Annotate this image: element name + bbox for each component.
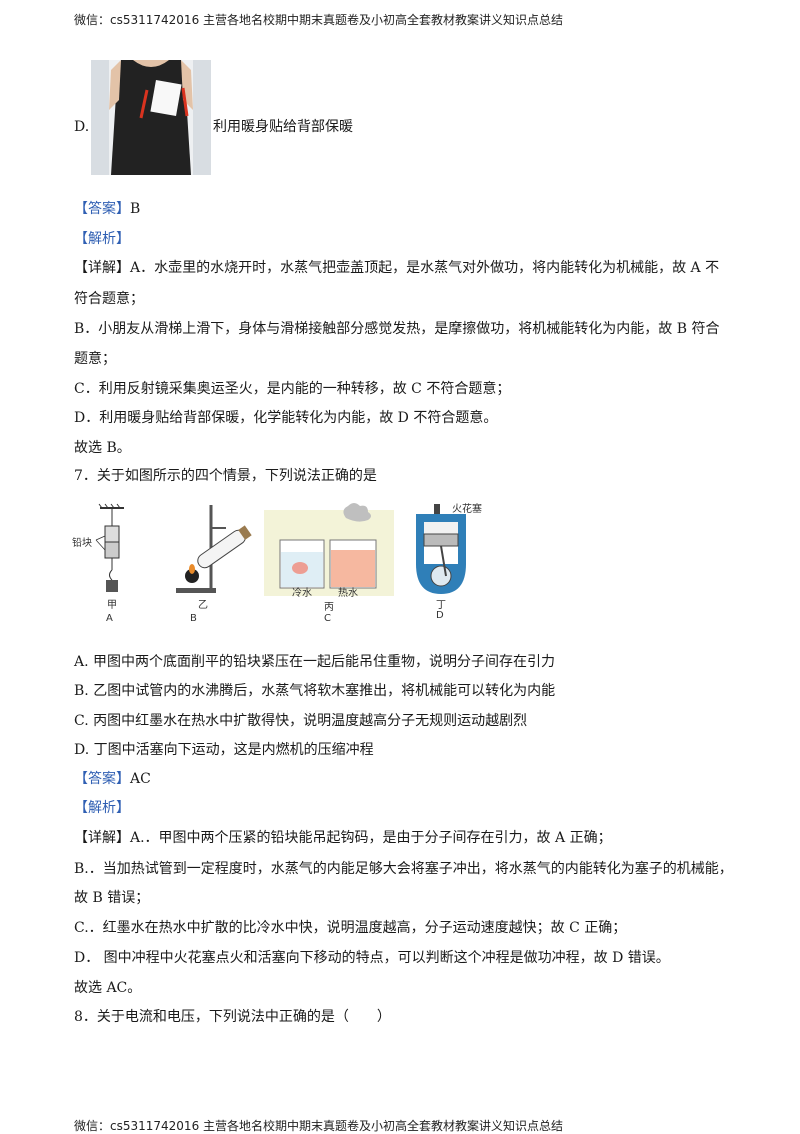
figure-a-letter: A	[106, 613, 113, 624]
detail-tag: 【详解】	[74, 260, 130, 276]
q7-detail-line-2: B.．当加热试管到一定程度时，水蒸气的内能足够大会将塞子冲出，将水蒸气的内能转化…	[74, 861, 733, 877]
q6-detail-line-2: 符合题意；	[74, 291, 144, 307]
q7-detail-line-5: D． 图中冲程中火花塞点火和活塞向下移动的特点，可以判断这个冲程是做功冲程，故 …	[74, 950, 670, 966]
q6-option-d-text: 利用暖身贴给背部保暖	[213, 119, 353, 135]
q6-answer: 【答案】B	[74, 200, 140, 218]
q6-option-d-label: D.	[74, 119, 90, 135]
page-header: 微信：cs5311742016 主营各地名校期中期末真题卷及小初高全套教材教案讲…	[74, 13, 564, 27]
q6-detail-line-4: 题意；	[74, 351, 116, 367]
q6-analysis-tag: 【解析】	[74, 231, 130, 247]
figure-d-spark-plug-label: 火花塞	[452, 504, 482, 515]
figure-b-name: 乙	[198, 600, 208, 611]
page-footer: 微信：cs5311742016 主营各地名校期中期末真题卷及小初高全套教材教案讲…	[74, 1119, 564, 1133]
figure-c-cold-water: 冷水	[292, 588, 312, 599]
q7-detail-line-4: C.．红墨水在热水中扩散的比冷水中快，说明温度越高，分子运动速度越快；故 C 正…	[74, 920, 627, 936]
answer-value: AC	[130, 771, 151, 787]
figure-a-lead-blocks: 铅块 甲 A	[72, 500, 152, 625]
q7-stem: 7．关于如图所示的四个情景，下列说法正确的是	[74, 468, 377, 484]
figure-a-name: 甲	[107, 600, 117, 611]
figure-d-name: 丁	[436, 600, 446, 611]
q7-option-c: C. 丙图中红墨水在热水中扩散得快，说明温度越高分子无规则运动越剧烈	[74, 713, 528, 729]
detail-tag: 【详解】	[74, 830, 130, 846]
q8-stem: 8．关于电流和电压，下列说法中正确的是（ ）	[74, 1009, 391, 1025]
figure-d-engine: 火花塞 丁 D	[408, 500, 488, 625]
answer-value: B	[130, 201, 141, 217]
q7-analysis-tag: 【解析】	[74, 800, 130, 816]
q7-option-d: D. 丁图中活塞向下运动，这是内燃机的压缩冲程	[74, 742, 374, 758]
q6-conclusion: 故选 B。	[74, 440, 131, 456]
q7-answer: 【答案】AC	[74, 770, 151, 788]
q7-option-b: B. 乙图中试管内的水沸腾后，水蒸气将软木塞推出，将机械能可以转化为内能	[74, 683, 556, 699]
figure-b-letter: B	[190, 613, 197, 624]
figure-b-test-tube: 乙 B	[168, 500, 263, 625]
answer-tag: 【答案】	[74, 771, 130, 787]
figure-d-letter: D	[436, 610, 444, 621]
q6-detail-line-3: B．小朋友从滑梯上滑下，身体与滑梯接触部分感觉发热，是摩擦做功，将机械能转化为内…	[74, 321, 720, 337]
q7-detail-line-1: 【详解】A.．甲图中两个压紧的铅块能吊起钩码，是由于分子间存在引力，故 A 正确…	[74, 829, 612, 847]
figure-c-name: 丙	[324, 602, 334, 613]
q6-detail-line-1: 【详解】A．水壶里的水烧开时，水蒸气把壶盖顶起，是水蒸气对外做功，将内能转化为机…	[74, 259, 719, 277]
detail-text: A.．甲图中两个压紧的铅块能吊起钩码，是由于分子间存在引力，故 A 正确；	[130, 830, 612, 846]
q7-detail-line-3: 故 B 错误；	[74, 890, 150, 906]
figure-c-hot-water: 热水	[338, 588, 358, 599]
figure-c-letter: C	[324, 613, 331, 624]
figure-c-diffusion: 冷水 热水 丙 C	[264, 500, 394, 625]
q7-option-a: A. 甲图中两个底面削平的铅块紧压在一起后能吊住重物，说明分子间存在引力	[74, 654, 556, 670]
q7-conclusion: 故选 AC。	[74, 980, 142, 996]
q6-detail-line-5: C．利用反射镜采集奥运圣火，是内能的一种转移，故 C 不符合题意；	[74, 381, 511, 397]
figure-a-block-label: 铅块	[72, 538, 92, 549]
answer-tag: 【答案】	[74, 201, 130, 217]
back-warmer-photo	[91, 60, 211, 175]
q6-detail-line-6: D．利用暖身贴给背部保暖，化学能转化为内能，故 D 不符合题意。	[74, 410, 498, 426]
detail-text: A．水壶里的水烧开时，水蒸气把壶盖顶起，是水蒸气对外做功，将内能转化为机械能，故…	[130, 260, 720, 276]
